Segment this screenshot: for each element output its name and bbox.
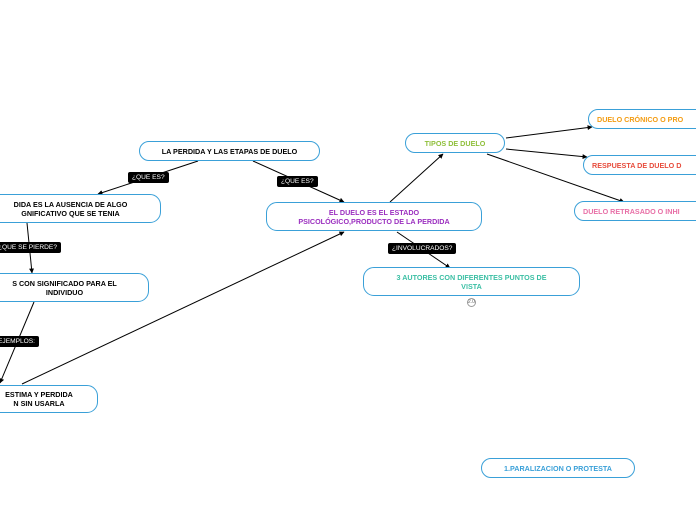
node-ejemplo-autoestima[interactable]: ESTIMA Y PERDIDA N SIN USARLA bbox=[0, 385, 98, 413]
node-respuesta-duelo[interactable]: RESPUESTA DE DUELO D bbox=[583, 155, 696, 175]
edge-duelo-to-tipos bbox=[389, 153, 444, 203]
edge-label-que-se-pierde: ¿QUE SE PIERDE? bbox=[0, 242, 61, 253]
edge-label-ejemplos: EJEMPLOS: bbox=[0, 336, 40, 347]
edge-label-que-es-2: ¿QUE ES? bbox=[277, 176, 318, 187]
node-tres-autores[interactable]: 3 AUTORES CON DIFERENTES PUNTOS DE VISTA bbox=[363, 267, 580, 296]
node-duelo-estado-psicologico[interactable]: EL DUELO ES EL ESTADO PSICOLÓGICO,PRODUC… bbox=[266, 202, 482, 231]
edge-tipos-to-cronico bbox=[505, 125, 593, 139]
edge-ejemplo-to-duelo bbox=[21, 231, 345, 385]
node-perdida-definicion[interactable]: DIDA ES LA AUSENCIA DE ALGO GNIFICATIVO … bbox=[0, 194, 161, 223]
node-significado-individuo[interactable]: S CON SIGNIFICADO PARA EL INDIVIDUO bbox=[0, 273, 149, 302]
edge-tipos-to-respuesta bbox=[505, 148, 588, 160]
node-duelo-cronico[interactable]: DUELO CRÓNICO O PRO bbox=[588, 109, 696, 129]
edge-tipos-to-retrasado bbox=[486, 153, 625, 203]
edge-label-que-es-1: ¿QUE ES? bbox=[128, 172, 169, 183]
edge-label-involucrados: ¿INVOLUCRADOS? bbox=[388, 243, 457, 254]
node-tipos-de-duelo[interactable]: TIPOS DE DUELO bbox=[405, 133, 505, 153]
node-paralizacion-protesta[interactable]: 1.PARALIZACION O PROTESTA bbox=[481, 458, 635, 478]
node-duelo-retrasado[interactable]: DUELO RETRASADO O INHI bbox=[574, 201, 696, 221]
collapse-toggle-icon[interactable]: 2.0 bbox=[467, 298, 476, 307]
node-perdida-etapas-duelo[interactable]: LA PERDIDA Y LAS ETAPAS DE DUELO bbox=[139, 141, 320, 161]
